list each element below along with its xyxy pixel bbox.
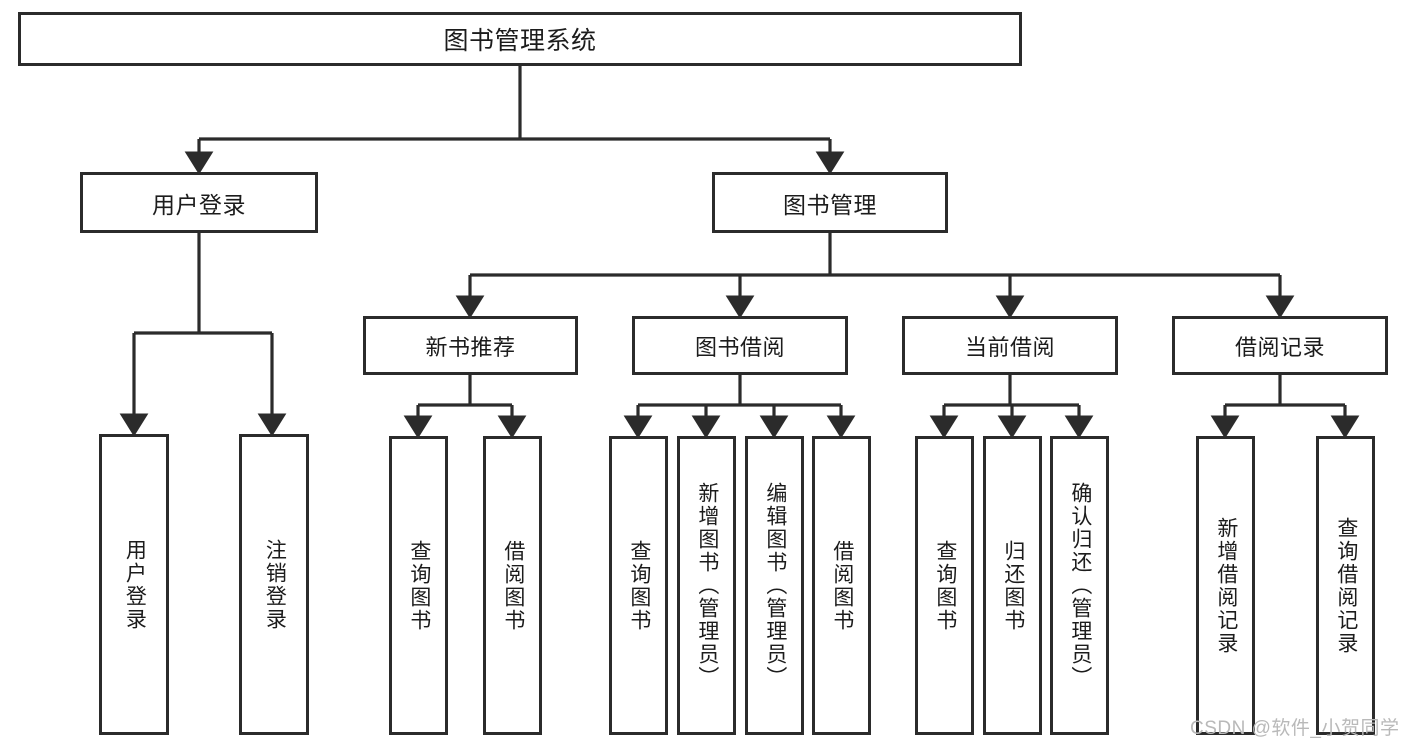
node-leaf-add-borrow-record[interactable]: 新增借阅记录 [1196,436,1255,735]
node-label: 查询借阅记录 [1334,516,1358,655]
node-leaf-query-book-current[interactable]: 查询图书 [915,436,974,735]
node-label: 归还图书 [1001,539,1025,632]
node-label: 注销登录 [263,538,287,631]
node-label: 编辑图书（管理员） [763,482,787,689]
node-leaf-borrow-book[interactable]: 借阅图书 [812,436,871,735]
node-borrowing-record[interactable]: 借阅记录 [1172,316,1388,375]
node-leaf-query-book-borrow[interactable]: 查询图书 [609,436,668,735]
node-label: 用户登录 [152,191,246,218]
node-leaf-query-book-recommend[interactable]: 查询图书 [389,436,448,735]
node-leaf-user-login[interactable]: 用户登录 [99,434,169,735]
csdn-watermark: CSDN @软件_小贺同学 [1190,718,1400,739]
node-book-borrowing[interactable]: 图书借阅 [632,316,848,375]
node-label: 确认归还（管理员） [1068,482,1092,689]
node-user-login[interactable]: 用户登录 [80,172,318,233]
node-label: 借阅图书 [501,539,525,632]
node-leaf-logout[interactable]: 注销登录 [239,434,309,735]
node-current-borrowing[interactable]: 当前借阅 [902,316,1118,375]
node-label: 新增图书（管理员） [695,482,719,689]
node-leaf-add-book-admin[interactable]: 新增图书（管理员） [677,436,736,735]
node-leaf-confirm-return-admin[interactable]: 确认归还（管理员） [1050,436,1109,735]
node-label: 图书管理系统 [443,27,597,55]
node-label: 查询图书 [627,539,651,632]
node-book-management-system[interactable]: 图书管理系统 [18,12,1022,66]
node-label: 图书管理 [783,191,877,218]
node-leaf-query-borrow-record[interactable]: 查询借阅记录 [1316,436,1375,735]
node-book-management[interactable]: 图书管理 [712,172,948,233]
node-label: 查询图书 [407,539,431,632]
node-label: 新书推荐 [425,334,516,360]
node-label: 当前借阅 [964,334,1055,360]
node-label: 借阅图书 [830,539,854,632]
node-leaf-return-book[interactable]: 归还图书 [983,436,1042,735]
node-leaf-borrow-book-recommend[interactable]: 借阅图书 [483,436,542,735]
node-label: 借阅记录 [1234,334,1325,360]
node-label: 新增借阅记录 [1214,516,1238,655]
node-label: 图书借阅 [694,334,785,360]
node-new-book-recommendation[interactable]: 新书推荐 [363,316,578,375]
node-label: 用户登录 [123,538,147,631]
node-leaf-edit-book-admin[interactable]: 编辑图书（管理员） [745,436,804,735]
node-label: 查询图书 [933,539,957,632]
